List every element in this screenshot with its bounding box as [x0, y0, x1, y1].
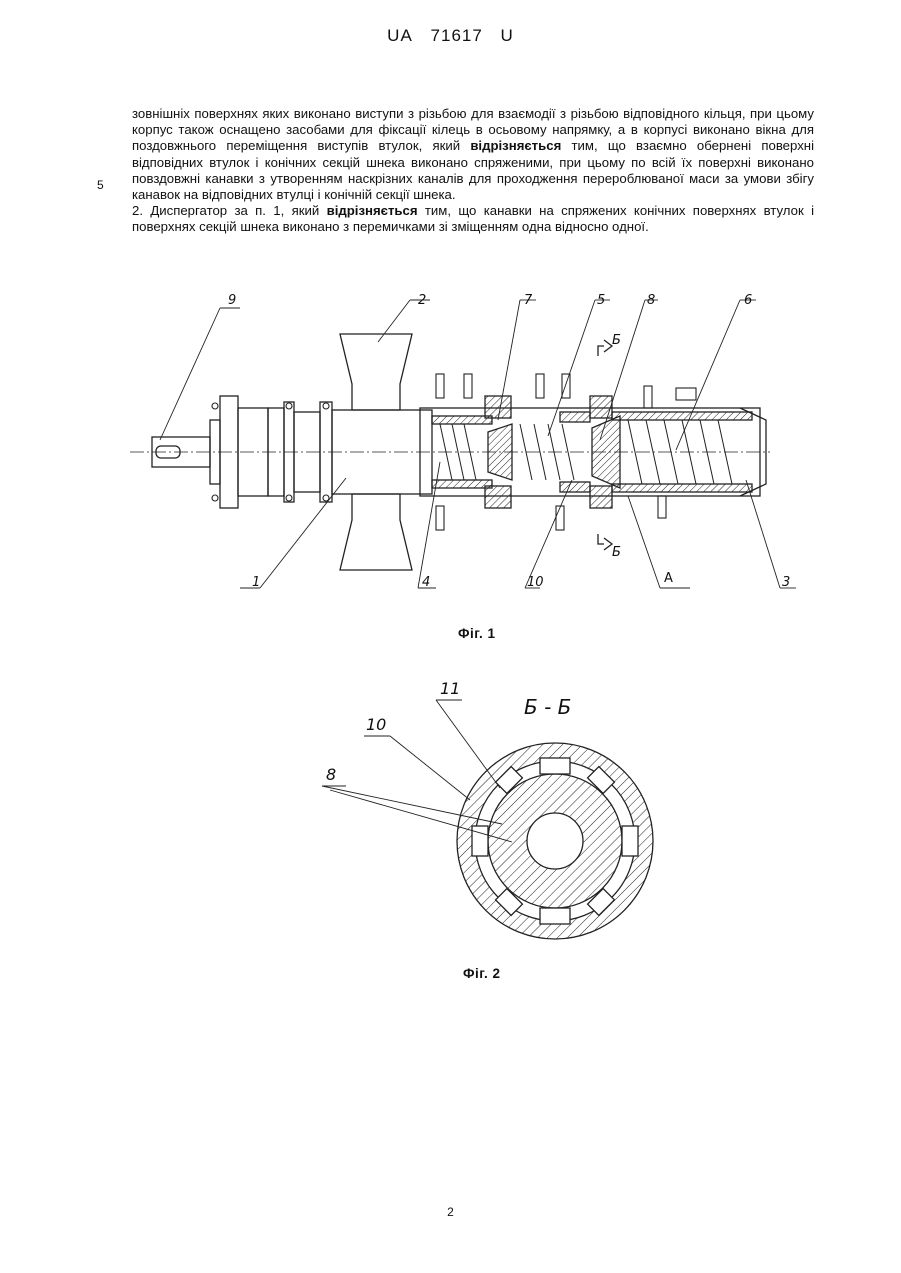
label-2: 2	[418, 293, 426, 308]
page-number: 2	[0, 1205, 901, 1219]
figure-1-caption: Фіг. 1	[458, 626, 496, 641]
claim-paragraph: 2. Диспергатор за п. 1, який відрізняєть…	[132, 203, 814, 235]
patent-header: UA 71617 U	[0, 26, 901, 46]
label-5: 5	[597, 293, 605, 308]
figure-1-drawing: 9 2 7 5 8 6 Б Б 1 4 10 А 3	[0, 280, 901, 610]
label-1: 1	[252, 575, 260, 590]
label-A: А	[664, 571, 673, 586]
label-11: 11	[440, 679, 460, 698]
label-8: 8	[326, 765, 336, 784]
section-title: Б - Б	[524, 695, 571, 719]
text-run: 2. Диспергатор за п. 1, який	[132, 203, 327, 218]
claims-text: зовнішніх поверхнях яких виконано виступ…	[132, 106, 814, 236]
section-mark-top: Б	[612, 333, 621, 348]
label-10: 10	[366, 715, 386, 734]
label-3: 3	[782, 575, 790, 590]
claim-paragraph: зовнішніх поверхнях яких виконано виступ…	[132, 106, 814, 203]
figure-2-caption: Фіг. 2	[463, 966, 501, 981]
line-number: 5	[97, 178, 104, 192]
bold-run: відрізняється	[470, 138, 561, 153]
figure-2-drawing: 11 10 8 Б - Б	[0, 660, 901, 960]
country-code: UA	[387, 26, 413, 45]
section-mark-bottom: Б	[612, 545, 621, 560]
label-4: 4	[422, 575, 430, 590]
patent-number: 71617	[431, 26, 483, 45]
label-10: 10	[527, 575, 544, 590]
patent-kind: U	[501, 26, 514, 45]
bold-run: відрізняється	[327, 203, 418, 218]
label-6: 6	[744, 293, 752, 308]
label-7: 7	[524, 293, 533, 308]
label-8: 8	[647, 293, 655, 308]
label-9: 9	[228, 293, 236, 308]
